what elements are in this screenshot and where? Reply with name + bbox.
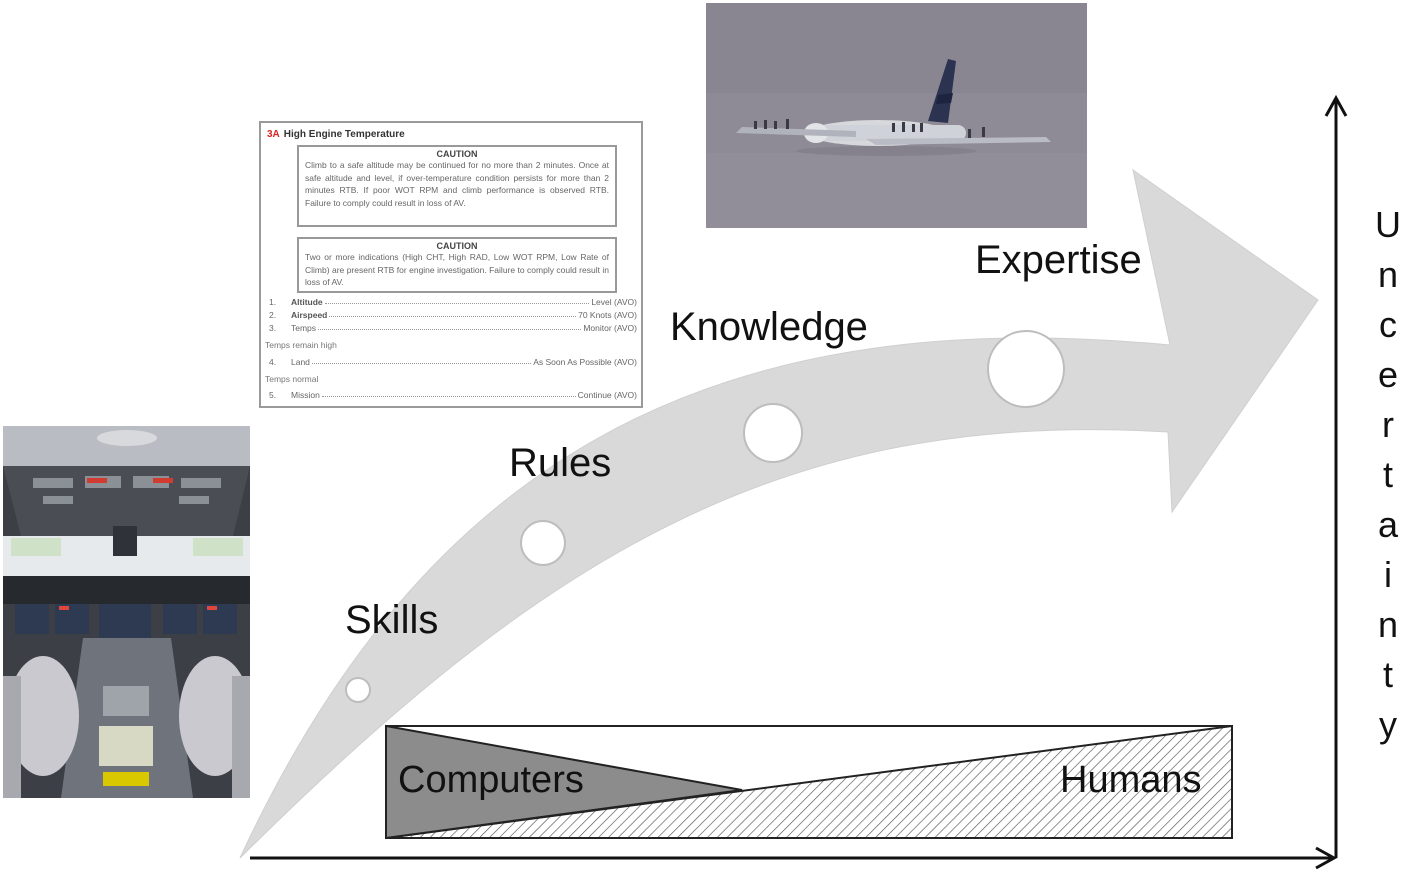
y-axis-arrowhead: [1324, 94, 1348, 117]
caution-heading: CAUTION: [436, 149, 478, 159]
axis-label-letter: n: [1377, 604, 1399, 645]
step-leader: [324, 297, 590, 304]
caution-heading: CAUTION: [436, 241, 478, 251]
stage-label-knowledge: Knowledge: [670, 305, 868, 349]
step-value: Continue (AVO): [577, 390, 637, 400]
step-action: Temps: [291, 323, 317, 333]
axis-label-letter: c: [1379, 304, 1397, 345]
x-axis-arrowhead: [1315, 846, 1338, 870]
step-leader: [311, 357, 532, 364]
stage-label-expertise: Expertise: [975, 238, 1142, 282]
step-value: Level (AVO): [591, 297, 637, 307]
stage-label-rules: Rules: [509, 441, 612, 485]
axis-label-letter: t: [1382, 454, 1393, 495]
step-number: 4.: [269, 357, 277, 367]
axis-label-letter: n: [1377, 254, 1399, 295]
step-number: 3.: [269, 323, 277, 333]
step-value: As Soon As Possible (AVO): [533, 357, 637, 367]
checklist-note: Temps remain high: [265, 340, 337, 350]
knowledge-circle: [743, 403, 803, 463]
balance-frame: [385, 725, 1233, 839]
step-action: Land: [291, 357, 310, 367]
checklist-note: Temps normal: [265, 374, 319, 384]
axis-label-letter: t: [1382, 654, 1393, 695]
step-action: Altitude: [291, 297, 323, 307]
axis-label-letter: r: [1382, 404, 1394, 445]
checklist-step: 2. Airspeed 70 Knots (AVO): [269, 310, 637, 320]
axis-label-letter: U: [1375, 204, 1401, 245]
checklist-step: 3. Temps Monitor (AVO): [269, 323, 637, 333]
stage-label-skills: Skills: [345, 598, 439, 642]
checklist-step: 1. Altitude Level (AVO): [269, 297, 637, 307]
caution-text: Two or more indications (High CHT, High …: [305, 252, 609, 287]
step-value: 70 Knots (AVO): [578, 310, 637, 320]
axis-label-letter: e: [1377, 354, 1399, 395]
checklist-number: 3A: [267, 129, 280, 140]
expertise-circle: [987, 330, 1065, 408]
step-number: 1.: [269, 297, 277, 307]
computers-label: Computers: [398, 759, 584, 801]
step-number: 2.: [269, 310, 277, 320]
skills-circle: [345, 677, 371, 703]
step-value: Monitor (AVO): [583, 323, 637, 333]
airliner-on-water-photo: [706, 3, 1087, 228]
axis-label-letter: y: [1379, 704, 1397, 745]
checklist-title-text: High Engine Temperature: [283, 129, 405, 140]
caution-box: CAUTION Climb to a safe altitude may be …: [297, 145, 617, 227]
humans-label: Humans: [1060, 759, 1202, 801]
step-leader: [329, 310, 577, 317]
cockpit-photo: [3, 426, 250, 798]
step-leader: [321, 390, 576, 397]
axis-label-letter: i: [1384, 554, 1392, 595]
caution-box: CAUTION Two or more indications (High CH…: [297, 237, 617, 293]
step-number: 5.: [269, 390, 277, 400]
checklist-step: 5. Mission Continue (AVO): [269, 390, 637, 400]
axis-label-letter: a: [1377, 504, 1399, 545]
rules-circle: [520, 520, 566, 566]
caution-text: Climb to a safe altitude may be continue…: [305, 160, 609, 208]
step-leader: [318, 323, 582, 330]
step-action: Mission: [291, 390, 320, 400]
step-action: Airspeed: [291, 310, 328, 320]
checklist-step: 4. Land As Soon As Possible (AVO): [269, 357, 637, 367]
